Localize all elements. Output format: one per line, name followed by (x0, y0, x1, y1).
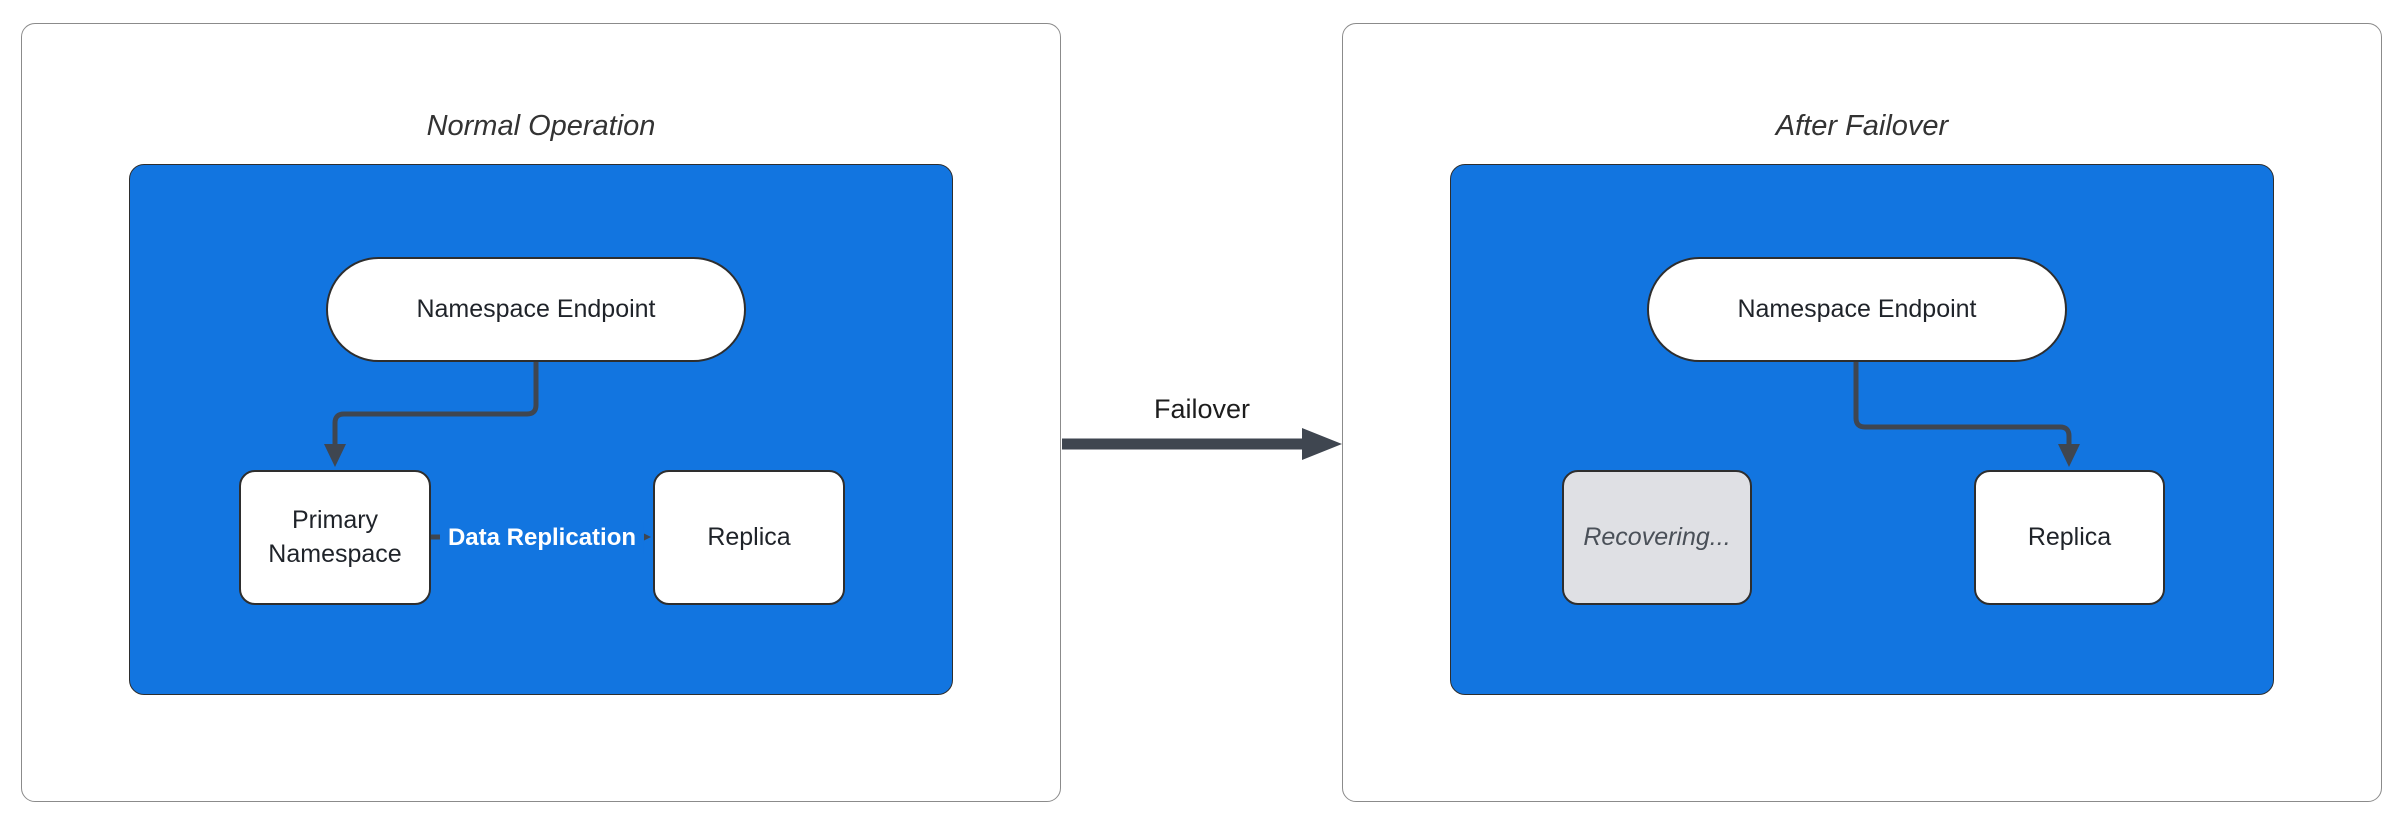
node-namespace-endpoint-right-label: Namespace Endpoint (1737, 294, 1977, 323)
failover-arrowhead (1302, 428, 1342, 460)
cluster-after-failover: Namespace Endpoint Recovering... Replica (1450, 164, 2274, 695)
node-replica-right-label: Replica (2027, 522, 2112, 551)
failover-label: Failover (1153, 394, 1251, 424)
node-primary-namespace: Primary Namespace (239, 470, 431, 605)
connectors-after-failover (1853, 362, 2080, 467)
panel-after-failover: After Failover Namespace Endpoint Recove… (1342, 23, 2382, 802)
connector-endpoint-to-primary (332, 362, 539, 446)
node-replica-right: Replica (1974, 470, 2165, 605)
arrowhead-endpoint-to-primary (324, 444, 346, 467)
cluster-normal-operation: Namespace Endpoint Primary Namespace Rep… (129, 164, 953, 695)
node-namespace-endpoint-left: Namespace Endpoint (326, 257, 746, 362)
node-recovering: Recovering... (1562, 470, 1752, 605)
failover-arrow (1062, 428, 1342, 460)
arrowhead-endpoint-to-replica (2058, 444, 2080, 467)
node-primary-namespace-label: Primary Namespace (268, 505, 402, 568)
panel-normal-operation: Normal Operation Namespace Endpoint Prim… (21, 23, 1061, 802)
panel-title-after-failover: After Failover (1775, 110, 1949, 142)
node-replica-left-label: Replica (707, 522, 791, 551)
node-namespace-endpoint-left-label: Namespace Endpoint (416, 294, 656, 323)
node-namespace-endpoint-right: Namespace Endpoint (1647, 257, 2067, 362)
edge-label-data-replication: Data Replication (439, 522, 645, 554)
node-replica-left: Replica (653, 470, 845, 605)
connector-endpoint-to-replica (1853, 362, 2072, 446)
node-recovering-label: Recovering... (1583, 522, 1731, 551)
panel-title-normal-operation: Normal Operation (426, 110, 656, 142)
connectors-normal-operation (324, 362, 651, 548)
